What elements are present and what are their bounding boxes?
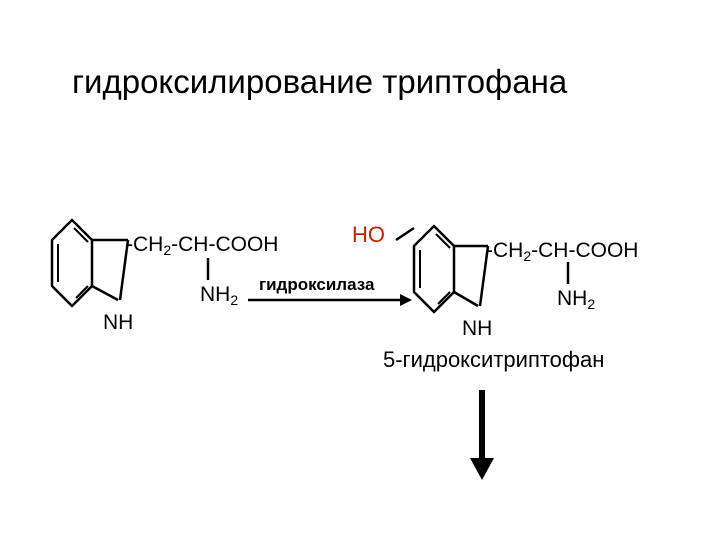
page-title: гидроксилирование триптофана bbox=[72, 63, 568, 100]
reactant-side-chain: -CH2-CH-COOH bbox=[126, 233, 279, 258]
product-ring-nh: NH bbox=[462, 317, 493, 340]
product-side-chain: -CH2-CH-COOH bbox=[486, 239, 639, 264]
downward-arrow bbox=[470, 390, 494, 480]
reactant-indole-ring bbox=[50, 218, 130, 308]
product-indole-ring bbox=[412, 224, 490, 314]
reactant-amine-label: NH2 bbox=[200, 283, 239, 308]
enzyme-label: гидроксилаза bbox=[259, 275, 375, 294]
hydroxyl-bond bbox=[395, 226, 415, 242]
product-amine-label: NH2 bbox=[557, 287, 596, 312]
hydroxyl-label: HO bbox=[352, 222, 385, 247]
product-name: 5-гидрокситриптофан bbox=[383, 347, 605, 372]
reactant-ring-nh: NH bbox=[103, 311, 134, 334]
reaction-arrow bbox=[248, 294, 412, 306]
